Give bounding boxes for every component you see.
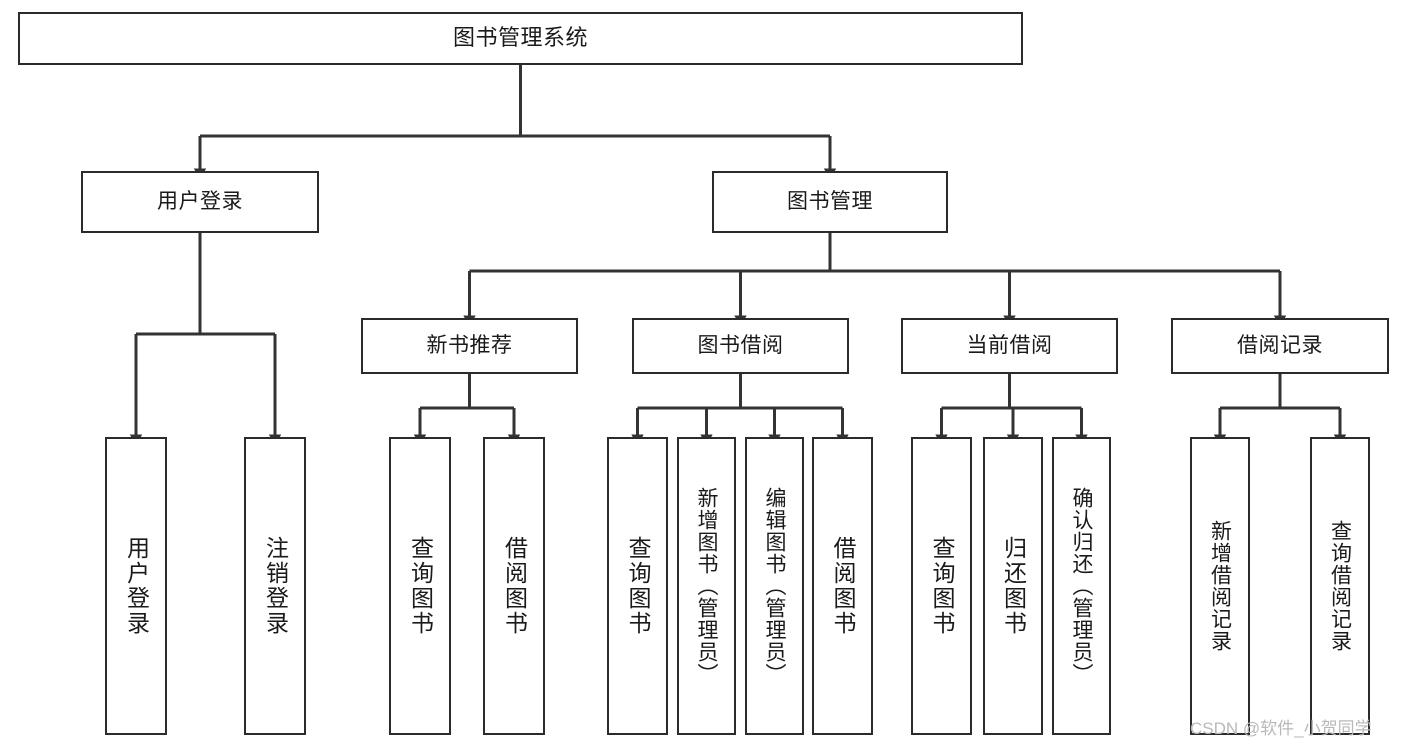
node-leaf3[interactable]: 查询图书	[389, 437, 451, 735]
node-leaf11[interactable]: 确认归还（管理员）	[1052, 437, 1111, 735]
node-label: 编辑图书（管理员）	[763, 487, 786, 685]
node-borrow[interactable]: 图书借阅	[632, 318, 849, 374]
node-label: 查询图书	[625, 536, 651, 636]
node-leaf2[interactable]: 注销登录	[244, 437, 306, 735]
node-label: 借阅图书	[830, 536, 856, 636]
node-label: 新增借阅记录	[1208, 520, 1232, 652]
node-label: 图书借阅	[697, 334, 784, 358]
node-label: 借阅记录	[1237, 334, 1323, 358]
node-label: 归还图书	[1000, 536, 1027, 636]
node-bookmgmt[interactable]: 图书管理	[712, 171, 948, 233]
node-label: 图书管理系统	[452, 25, 588, 51]
node-label: 查询图书	[407, 536, 434, 636]
node-label: 当前借阅	[966, 334, 1053, 358]
node-label: 新书推荐	[426, 334, 513, 358]
node-label: 查询借阅记录	[1328, 520, 1352, 652]
node-leaf4[interactable]: 借阅图书	[483, 437, 545, 735]
node-label: 确认归还（管理员）	[1070, 487, 1093, 685]
node-leaf10[interactable]: 归还图书	[983, 437, 1043, 735]
node-leaf5[interactable]: 查询图书	[607, 437, 668, 735]
node-label: 用户登录	[123, 536, 150, 636]
node-leaf1[interactable]: 用户登录	[105, 437, 167, 735]
node-label: 用户登录	[157, 190, 243, 214]
node-leaf7[interactable]: 编辑图书（管理员）	[745, 437, 804, 735]
node-label: 查询图书	[929, 536, 955, 636]
node-label: 注销登录	[262, 536, 289, 636]
node-leaf13[interactable]: 查询借阅记录	[1310, 437, 1370, 735]
node-leaf8[interactable]: 借阅图书	[812, 437, 873, 735]
node-leaf6[interactable]: 新增图书（管理员）	[677, 437, 736, 735]
node-leaf12[interactable]: 新增借阅记录	[1190, 437, 1250, 735]
node-newbook[interactable]: 新书推荐	[361, 318, 578, 374]
node-label: 借阅图书	[501, 536, 528, 636]
node-current[interactable]: 当前借阅	[901, 318, 1118, 374]
node-leaf9[interactable]: 查询图书	[911, 437, 972, 735]
node-label: 图书管理	[787, 190, 873, 214]
node-records[interactable]: 借阅记录	[1171, 318, 1389, 374]
node-root[interactable]: 图书管理系统	[18, 12, 1023, 65]
node-label: 新增图书（管理员）	[695, 487, 718, 685]
node-login[interactable]: 用户登录	[81, 171, 319, 233]
